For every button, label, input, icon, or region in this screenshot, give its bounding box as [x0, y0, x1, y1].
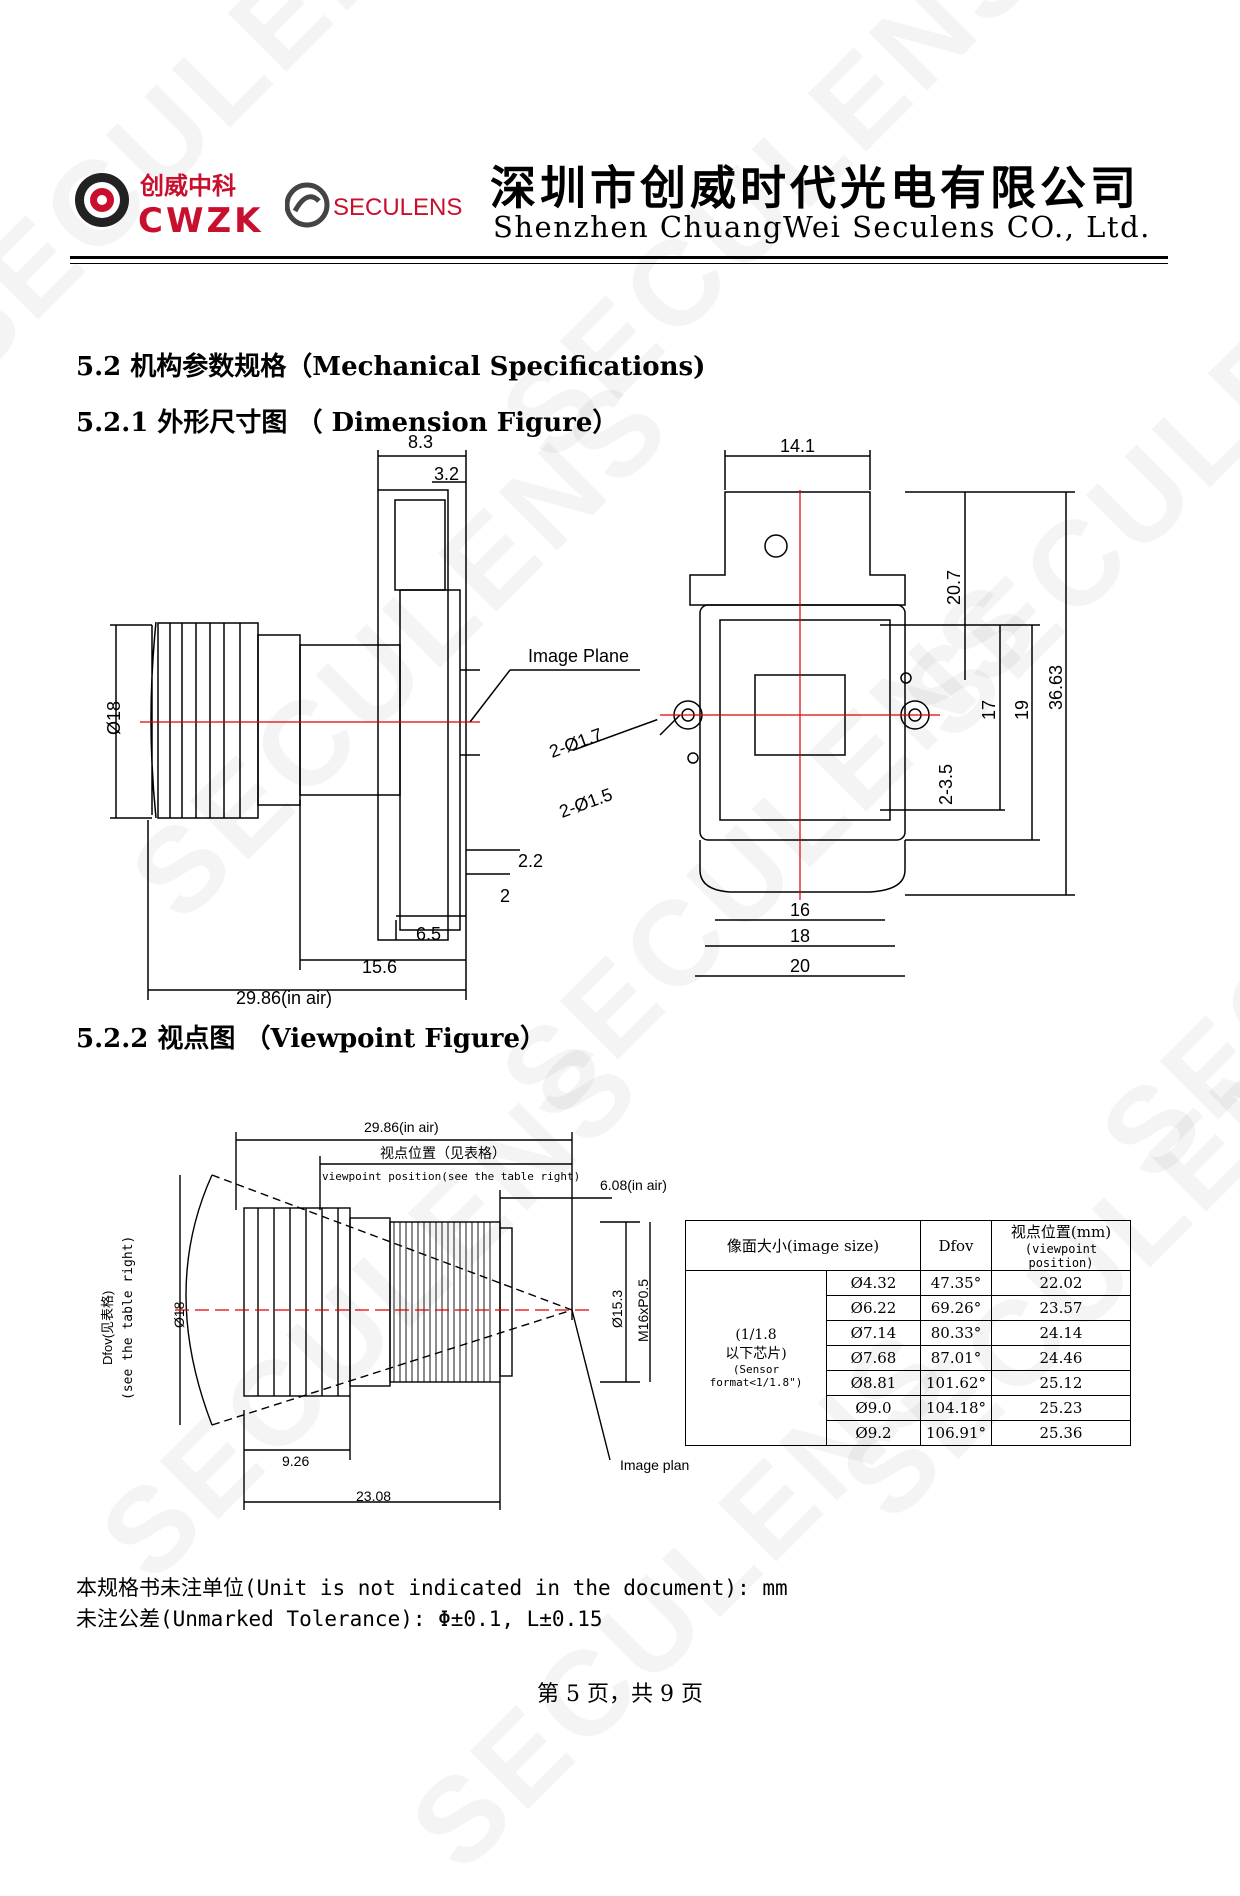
company-name-cn: 深圳市创威时代光电有限公司	[490, 161, 1140, 215]
dim-2-3-5: 2-3.5	[936, 764, 956, 805]
dim-2-phi1-5: 2-Ø1.5	[557, 784, 616, 822]
dim-19: 19	[1012, 700, 1032, 720]
table-cell-size: Ø8.81	[826, 1370, 921, 1396]
dim-20: 20	[790, 956, 810, 976]
table-header-vp-cn: 视点位置(mm)	[1010, 1223, 1112, 1241]
table-header-size: 像面大小(image size)	[685, 1220, 921, 1271]
table-cell-vp: 25.23	[991, 1395, 1131, 1421]
dim-16: 16	[790, 900, 810, 920]
table-cell-vp: 25.36	[991, 1420, 1131, 1446]
table-cell-size: Ø4.32	[826, 1270, 921, 1296]
table-cell-dfov: 47.35°	[920, 1270, 992, 1296]
table-cell-dfov: 69.26°	[920, 1295, 992, 1321]
vp-dfov-en: (see the table right)	[121, 1236, 136, 1400]
vp-label-en: viewpoint position(see the table right)	[322, 1170, 580, 1183]
vp-m16: M16xP0.5	[635, 1279, 651, 1342]
section-title-5-2-1: 5.2.1 外形尺寸图 （ Dimension Figure）	[76, 408, 619, 438]
table-cell-size: Ø6.22	[826, 1295, 921, 1321]
dim-2-2: 2.2	[518, 851, 543, 871]
vp-dim-9-26: 9.26	[282, 1453, 309, 1469]
svg-text:SECULENS: SECULENS	[333, 194, 462, 221]
group-en: (Sensor format<1/1.8")	[709, 1363, 803, 1389]
vp-phi15-3: Ø15.3	[609, 1290, 625, 1328]
dim-2: 2	[500, 886, 510, 906]
table-cell-dfov: 101.62°	[920, 1370, 992, 1396]
cwzk-logo: 创威中科 CWZK	[75, 172, 263, 240]
dim-17: 17	[979, 700, 999, 720]
seculens-logo: SECULENS	[285, 182, 462, 228]
dim-6-5: 6.5	[416, 924, 441, 944]
header-rule	[70, 256, 1168, 259]
note-tolerance: 未注公差(Unmarked Tolerance): Φ±0.1, L±0.15	[76, 1607, 603, 1631]
table-cell-vp: 24.46	[991, 1345, 1131, 1371]
vp-dim-6-08: 6.08(in air)	[600, 1177, 667, 1193]
svg-text:创威中科: 创威中科	[139, 172, 236, 200]
table-cell-dfov: 87.01°	[920, 1345, 992, 1371]
dim-18: 18	[790, 926, 810, 946]
table-cell-size: Ø7.14	[826, 1320, 921, 1346]
table-row: Ø6.22 69.26° 23.57	[686, 1295, 1131, 1321]
table-cell-dfov: 104.18°	[920, 1395, 992, 1421]
company-name-en: Shenzhen ChuangWei Seculens CO., Ltd.	[493, 210, 1151, 244]
group-cn2: 以下芯片)	[725, 1346, 787, 1362]
group-cn1: (1/1.8	[735, 1327, 777, 1343]
vp-dim-29-86: 29.86(in air)	[364, 1119, 439, 1135]
table-row: (1/1.8 以下芯片) (Sensor format<1/1.8") Ø4.3…	[685, 1270, 1131, 1446]
table-cell-vp: 23.57	[991, 1295, 1131, 1321]
table-cell-vp: 25.12	[991, 1370, 1131, 1396]
table-cell-size: Ø7.68	[826, 1345, 921, 1371]
dim-8-3: 8.3	[408, 432, 433, 452]
table-header-row: 像面大小(image size) Dfov 视点位置(mm) (viewpoin…	[685, 1220, 1131, 1271]
table-cell-size: Ø9.2	[826, 1420, 921, 1446]
table-header-dfov: Dfov	[920, 1220, 992, 1271]
svg-text:CWZK: CWZK	[138, 201, 263, 240]
section-title-5-2: 5.2 机构参数规格（Mechanical Specifications)	[76, 352, 706, 382]
table-cell-dfov: 80.33°	[920, 1320, 992, 1346]
dim-36-63: 36.63	[1046, 665, 1066, 710]
vp-label-cn: 视点位置（见表格）	[380, 1145, 506, 1161]
table-cell-vp: 24.14	[991, 1320, 1131, 1346]
table-group-cell: (1/1.8 以下芯片) (Sensor format<1/1.8")	[685, 1270, 827, 1446]
dim-3-2: 3.2	[434, 464, 459, 484]
viewpoint-figure: 29.86(in air) 视点位置（见表格） viewpoint positi…	[100, 1119, 690, 1510]
dim-phi18: Ø18	[104, 701, 124, 735]
table-header-vp: 视点位置(mm) (viewpoint position)	[991, 1220, 1131, 1271]
dim-20-7: 20.7	[944, 570, 964, 605]
viewpoint-table: 像面大小(image size) Dfov 视点位置(mm) (viewpoin…	[685, 1220, 1131, 1446]
dimension-figure: 8.3 3.2 Ø18 Image Plane 2.2 2 6.5 15.6 2…	[104, 432, 1075, 1008]
vp-phi18: Ø18	[171, 1301, 187, 1328]
dim-15-6: 15.6	[362, 957, 397, 977]
dim-14-1: 14.1	[780, 436, 815, 456]
table-row: Ø9.0 104.18° 25.23	[686, 1395, 1131, 1421]
vp-image-plane: Image plane	[620, 1457, 690, 1473]
dim-29-86: 29.86(in air)	[236, 988, 332, 1008]
dim-2-phi1-7: 2-Ø1.7	[547, 724, 606, 762]
table-cell-size: Ø9.0	[826, 1395, 921, 1421]
note-unit: 本规格书未注单位(Unit is not indicated in the do…	[76, 1576, 788, 1600]
table-cell-vp: 22.02	[991, 1270, 1131, 1296]
label-image-plane: Image Plane	[528, 646, 629, 666]
section-title-5-2-2: 5.2.2 视点图 （Viewpoint Figure）	[76, 1024, 547, 1054]
page-number: 第 5 页，共 9 页	[537, 1682, 703, 1707]
table-cell-dfov: 106.91°	[920, 1420, 992, 1446]
table-header-vp-en: (viewpoint position)	[1024, 1242, 1098, 1270]
header-rule	[70, 263, 1168, 264]
table-row: Ø9.2 106.91° 25.36	[686, 1420, 1131, 1446]
vp-dim-23-08: 23.08	[356, 1488, 391, 1504]
vp-dfov-cn: Dfov(见表格)	[100, 1291, 115, 1365]
